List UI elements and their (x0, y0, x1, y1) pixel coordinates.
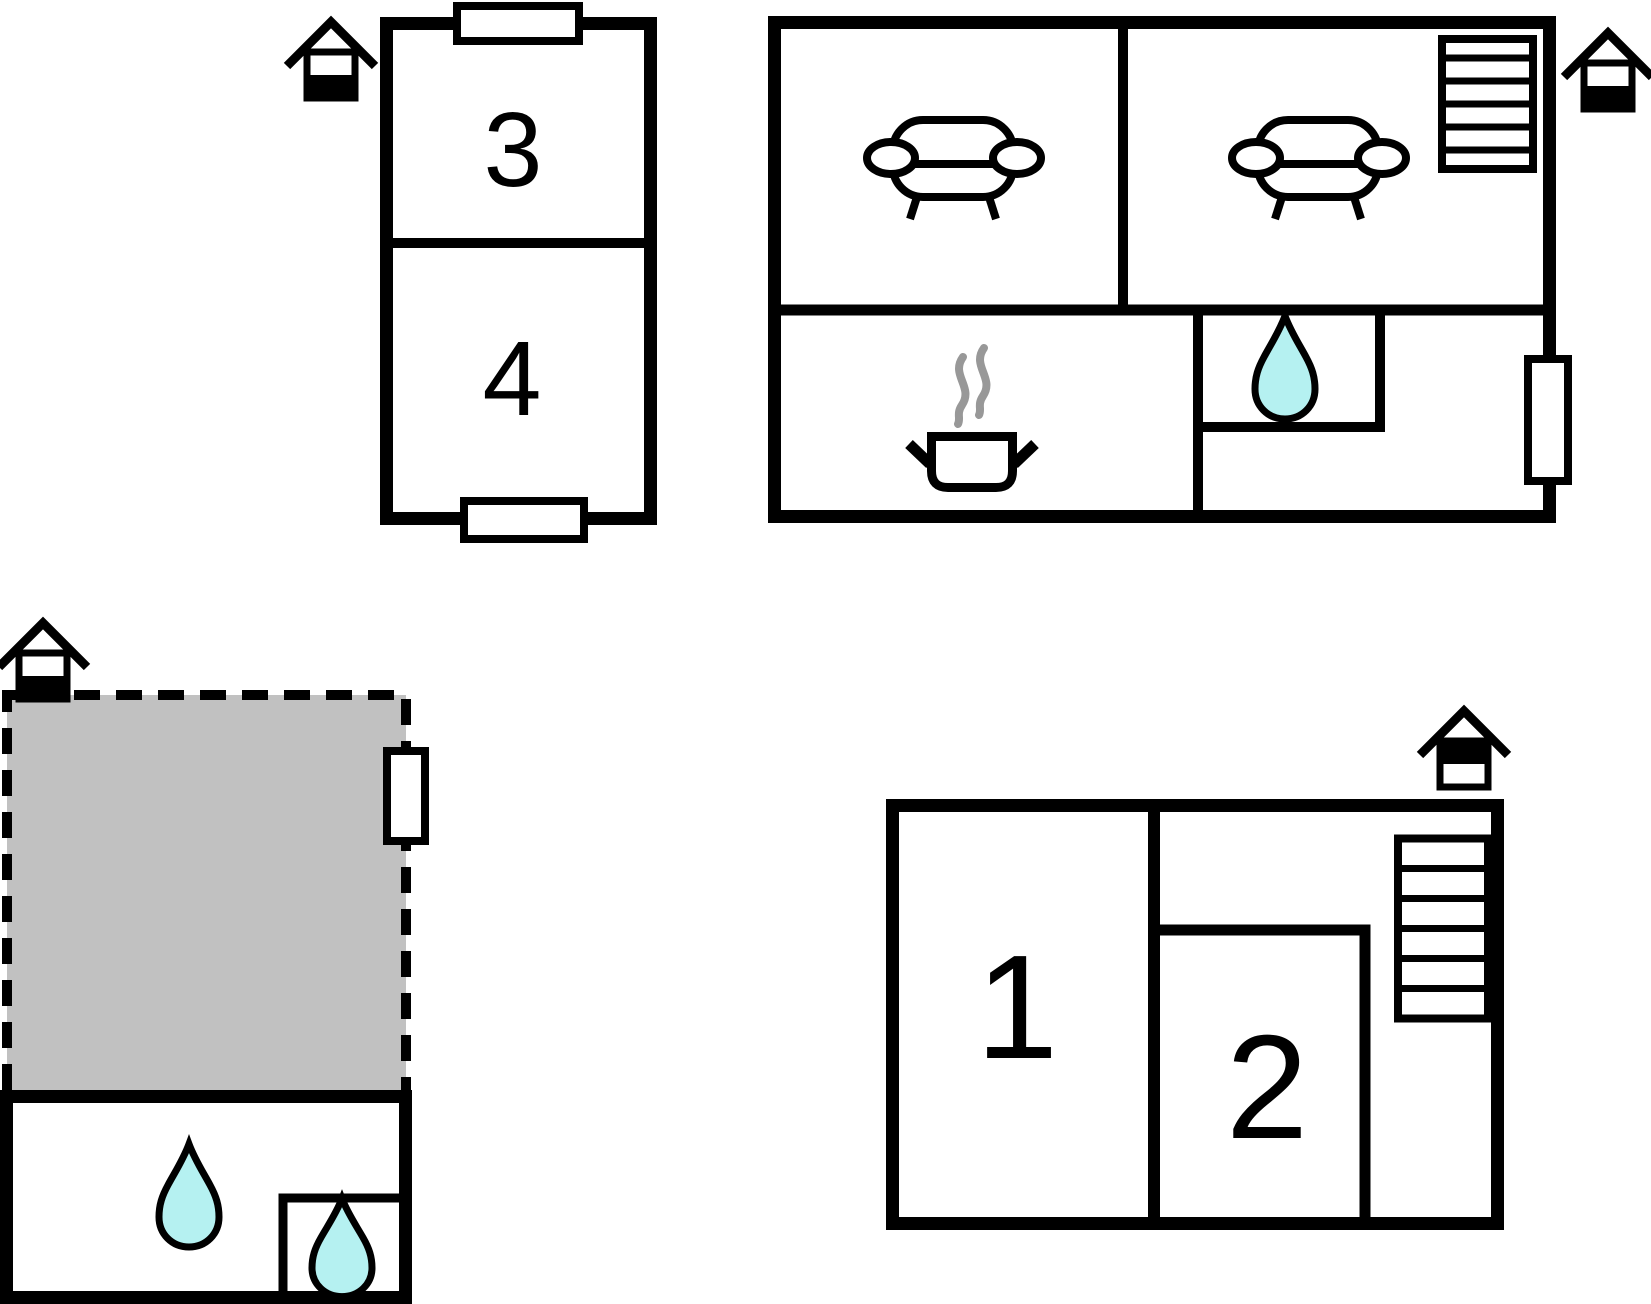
cooking-pot-icon (905, 432, 1039, 492)
building-bedrooms-3-4: 3 4 (380, 2, 657, 543)
window-room-4-bottom (460, 497, 588, 543)
window-room-3-top (453, 2, 583, 45)
building-3-4-outer-wall (380, 17, 657, 525)
building-terrace-bathroom (0, 690, 429, 1304)
stairs-icon-bedrooms (1394, 834, 1492, 1023)
steam-icon (954, 344, 991, 428)
house-ground-floor-icon-top-left (287, 22, 375, 101)
stairs-icon-living (1438, 35, 1537, 173)
window-terrace-right (383, 747, 429, 845)
terrace-dashed-border (2, 690, 411, 1090)
small-shower-room-wall (278, 1193, 406, 1297)
room-4-label: 4 (483, 320, 542, 438)
building-living-outer-wall (768, 16, 1556, 523)
house-ground-floor-icon-top-right (1564, 33, 1651, 112)
terrace-area (7, 695, 406, 1090)
house-upper-floor-icon-bottom-right (1420, 711, 1508, 787)
window-living-right (1524, 355, 1572, 485)
building-bedrooms-1-2: 1 2 (886, 799, 1504, 1230)
room-3-label: 3 (484, 91, 543, 209)
building-living-ground-floor (768, 16, 1572, 523)
room-2-label: 2 (1226, 1005, 1308, 1170)
wall-room-2 (1160, 924, 1371, 1218)
room-1-label: 1 (976, 925, 1058, 1090)
